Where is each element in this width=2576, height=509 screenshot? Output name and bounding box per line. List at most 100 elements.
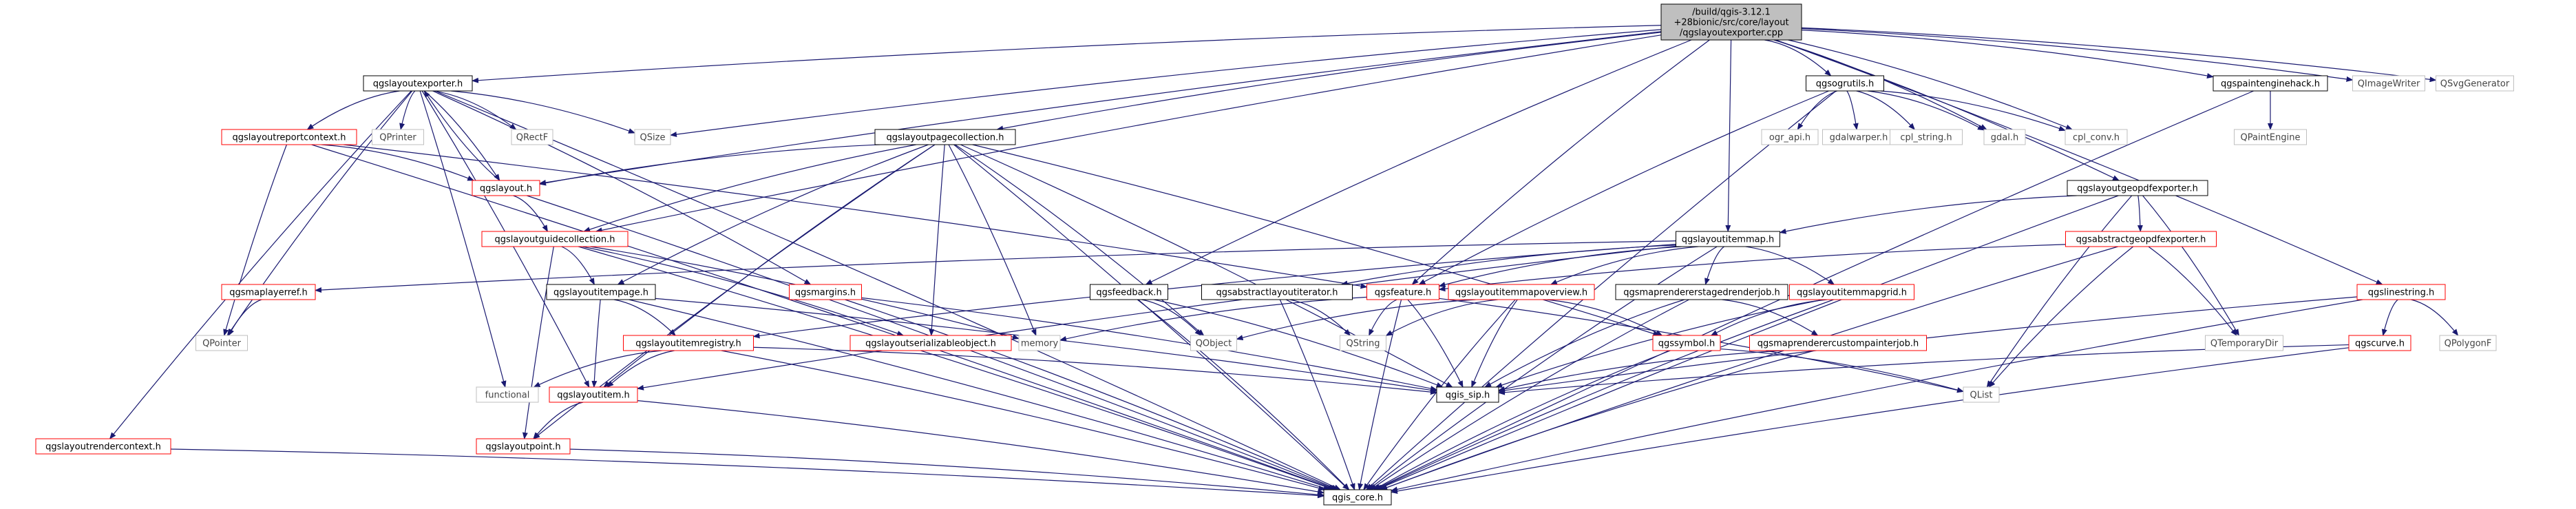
node-label: qgsmaprendererstagedrenderjob.h [1623, 288, 1780, 298]
node-qgslayoutserializableobject[interactable]: qgslayoutserializableobject.h [849, 335, 1012, 351]
node-label: qgslayoutitemmap.h [1682, 235, 1774, 245]
node-qgslayoutitemmapoverview[interactable]: qgslayoutitemmapoverview.h [1448, 284, 1595, 300]
node-gdal[interactable]: gdal.h [1983, 129, 2026, 145]
node-qgsmaprenderercustompainterjob[interactable]: qgsmaprenderercustompainterjob.h [1749, 335, 1927, 351]
node-qgslayoutitemregistry[interactable]: qgslayoutitemregistry.h [623, 335, 754, 351]
edge-qgslayoutpagecollection-to-qgslayoutguidecollection [583, 144, 916, 232]
node-label: QPaintEngine [2241, 133, 2301, 143]
node-box [1761, 129, 1819, 145]
edge-qgslayoutgeopdfexporter-to-qgis_core [1375, 195, 2119, 490]
edge-qgscurve-to-qgis_core [1391, 347, 2350, 494]
node-box [2213, 75, 2328, 92]
node-QString[interactable]: QString [1340, 335, 1386, 351]
edge-root-to-qgsfeedback [1145, 39, 1692, 285]
node-qgslayoutpoint[interactable]: qgslayoutpoint.h [476, 438, 571, 455]
node-label: qgslayoutitem.h [557, 391, 630, 401]
node-QSvgGenerator[interactable]: QSvgGenerator [2436, 75, 2514, 92]
node-qgis_core[interactable]: qgis_core.h [1323, 489, 1392, 506]
node-qgsabstractlayoutiterator[interactable]: qgsabstractlayoutiterator.h [1201, 284, 1353, 300]
node-qgslayoutitemmap[interactable]: qgslayoutitemmap.h [1676, 231, 1780, 247]
node-qgslayoutguidecollection[interactable]: qgslayoutguidecollection.h [481, 231, 629, 247]
edge-qgsmargins-to-qgis_core [845, 299, 1339, 490]
edge-qgsogrutils-to-cpl_string [1856, 90, 1916, 130]
edge-qgsogrutils-to-gdal [1867, 90, 1985, 131]
edge-layer [109, 25, 2459, 499]
node-qgslayoutgeopdfexporter[interactable]: qgslayoutgeopdfexporter.h [2067, 180, 2208, 196]
node-qgslayoutitem[interactable]: qgslayoutitem.h [549, 386, 638, 403]
node-label: QPrinter [379, 133, 416, 143]
node-qgsogrutils[interactable]: qgsogrutils.h [1806, 75, 1884, 92]
node-qgslayoutexporter[interactable]: qgslayoutexporter.h [363, 75, 473, 92]
edge-qgslayoutreportcontext-to-qgis_core [311, 144, 1336, 490]
node-QRectF[interactable]: QRectF [511, 129, 553, 145]
edge-qgslayoutguidecollection-to-qgslayoutitempage [561, 246, 595, 285]
node-qgsfeature[interactable]: qgsfeature.h [1366, 284, 1439, 300]
edge-qgslayoutpagecollection-to-QObject [955, 144, 1205, 336]
node-qgslayout[interactable]: qgslayout.h [472, 180, 540, 196]
edge-qgslayoutitemmap-to-qgsmaprendererstagedrenderjob [1704, 246, 1724, 285]
node-QPointer[interactable]: QPointer [196, 335, 248, 351]
edge-qgslayoutgeopdfexporter-to-QList [1986, 195, 2133, 388]
node-label: qgis_sip.h [1446, 391, 1490, 401]
node-qgsfeedback[interactable]: qgsfeedback.h [1090, 284, 1168, 300]
node-box [789, 284, 862, 300]
node-QPrinter[interactable]: QPrinter [372, 129, 424, 145]
node-box [2436, 75, 2514, 92]
node-qgslayoutrendercontext[interactable]: qgslayoutrendercontext.h [35, 438, 171, 455]
node-qgsabstractgeopdfexporter[interactable]: qgsabstractgeopdfexporter.h [2065, 231, 2217, 247]
node-box [2356, 284, 2446, 300]
node-gdalwarper[interactable]: gdalwarper.h [1822, 129, 1895, 145]
edge-qgsogrutils-to-gdalwarper [1846, 90, 1859, 130]
edge-qgslayoutgeopdfexporter-to-qgslayoutitemmap [1779, 195, 2077, 234]
node-qgis_sip[interactable]: qgis_sip.h [1436, 386, 1499, 403]
node-cpl_conv[interactable]: cpl_conv.h [2065, 129, 2128, 145]
node-label: qgssymbol.h [1658, 339, 1715, 349]
node-ogr_api[interactable]: ogr_api.h [1761, 129, 1819, 145]
node-qgslayoutpagecollection[interactable]: qgslayoutpagecollection.h [874, 129, 1016, 145]
node-qgsmaplayerref[interactable]: qgsmaplayerref.h [221, 284, 316, 300]
node-label: qgslayoutpoint.h [485, 442, 560, 453]
edge-root-to-qgsogrutils [1764, 39, 1832, 76]
node-functional[interactable]: functional [476, 386, 539, 403]
node-label: QList [1970, 391, 1993, 401]
edge-qgslayoutitemmapoverview-to-QObject [1236, 299, 1476, 340]
node-qgspaintenginehack[interactable]: qgspaintenginehack.h [2213, 75, 2328, 92]
node-box [1340, 335, 1386, 351]
node-qgslayoutreportcontext[interactable]: qgslayoutreportcontext.h [221, 129, 357, 145]
node-QPaintEngine[interactable]: QPaintEngine [2234, 129, 2307, 145]
node-label: gdal.h [1991, 133, 2018, 143]
node-box [634, 129, 671, 145]
node-qgslinestring[interactable]: qgslinestring.h [2356, 284, 2446, 300]
node-box [1806, 75, 1884, 92]
node-label: QPolygonF [2445, 339, 2492, 349]
edge-qgslayoutexporter-to-QPrinter [399, 90, 416, 130]
node-memory[interactable]: memory [1018, 335, 1061, 351]
edge-qgssymbol-to-qgis_core [1373, 350, 1671, 490]
node-qgsmaprendererstagedrenderjob[interactable]: qgsmaprendererstagedrenderjob.h [1615, 284, 1788, 300]
node-QImageWriter[interactable]: QImageWriter [2352, 75, 2425, 92]
node-QObject[interactable]: QObject [1190, 335, 1237, 351]
edge-qgsmaprenderercustompainterjob-to-qgis_core [1380, 350, 1815, 490]
edge-qgsfeature-to-qgis_sip [1407, 299, 1464, 388]
node-QSize[interactable]: QSize [634, 129, 671, 145]
node-cpl_string[interactable]: cpl_string.h [1890, 129, 1963, 145]
node-QPolygonF[interactable]: QPolygonF [2439, 335, 2497, 351]
node-box [472, 180, 540, 196]
node-qgssymbol[interactable]: qgssymbol.h [1652, 335, 1721, 351]
node-QTemporaryDir[interactable]: QTemporaryDir [2205, 335, 2283, 351]
edge-qgslayoutexporter-to-QSize [451, 90, 635, 134]
edge-qgsmaplayerref-to-QPointer [228, 299, 262, 336]
node-label: ogr_api.h [1769, 133, 1810, 143]
node-QList[interactable]: QList [1963, 386, 2000, 403]
node-qgslayoutitempage[interactable]: qgslayoutitempage.h [546, 284, 656, 300]
node-box [1018, 335, 1061, 351]
node-qgslayoutitemmapgrid[interactable]: qgslayoutitemmapgrid.h [1789, 284, 1914, 300]
edge-qgslayoutexporter-to-functional [419, 90, 507, 388]
node-qgsmargins[interactable]: qgsmargins.h [789, 284, 862, 300]
edge-qgslayoutpagecollection-to-qgslayoutserializableobject [929, 144, 945, 336]
edge-qgsogrutils-to-cpl_conv [1880, 90, 2066, 132]
node-root[interactable]: /build/qgis-3.12.1+28bionic/src/core/lay… [1660, 3, 1802, 41]
node-box [35, 438, 171, 455]
node-qgscurve[interactable]: qgscurve.h [2348, 335, 2411, 351]
node-box [372, 129, 424, 145]
